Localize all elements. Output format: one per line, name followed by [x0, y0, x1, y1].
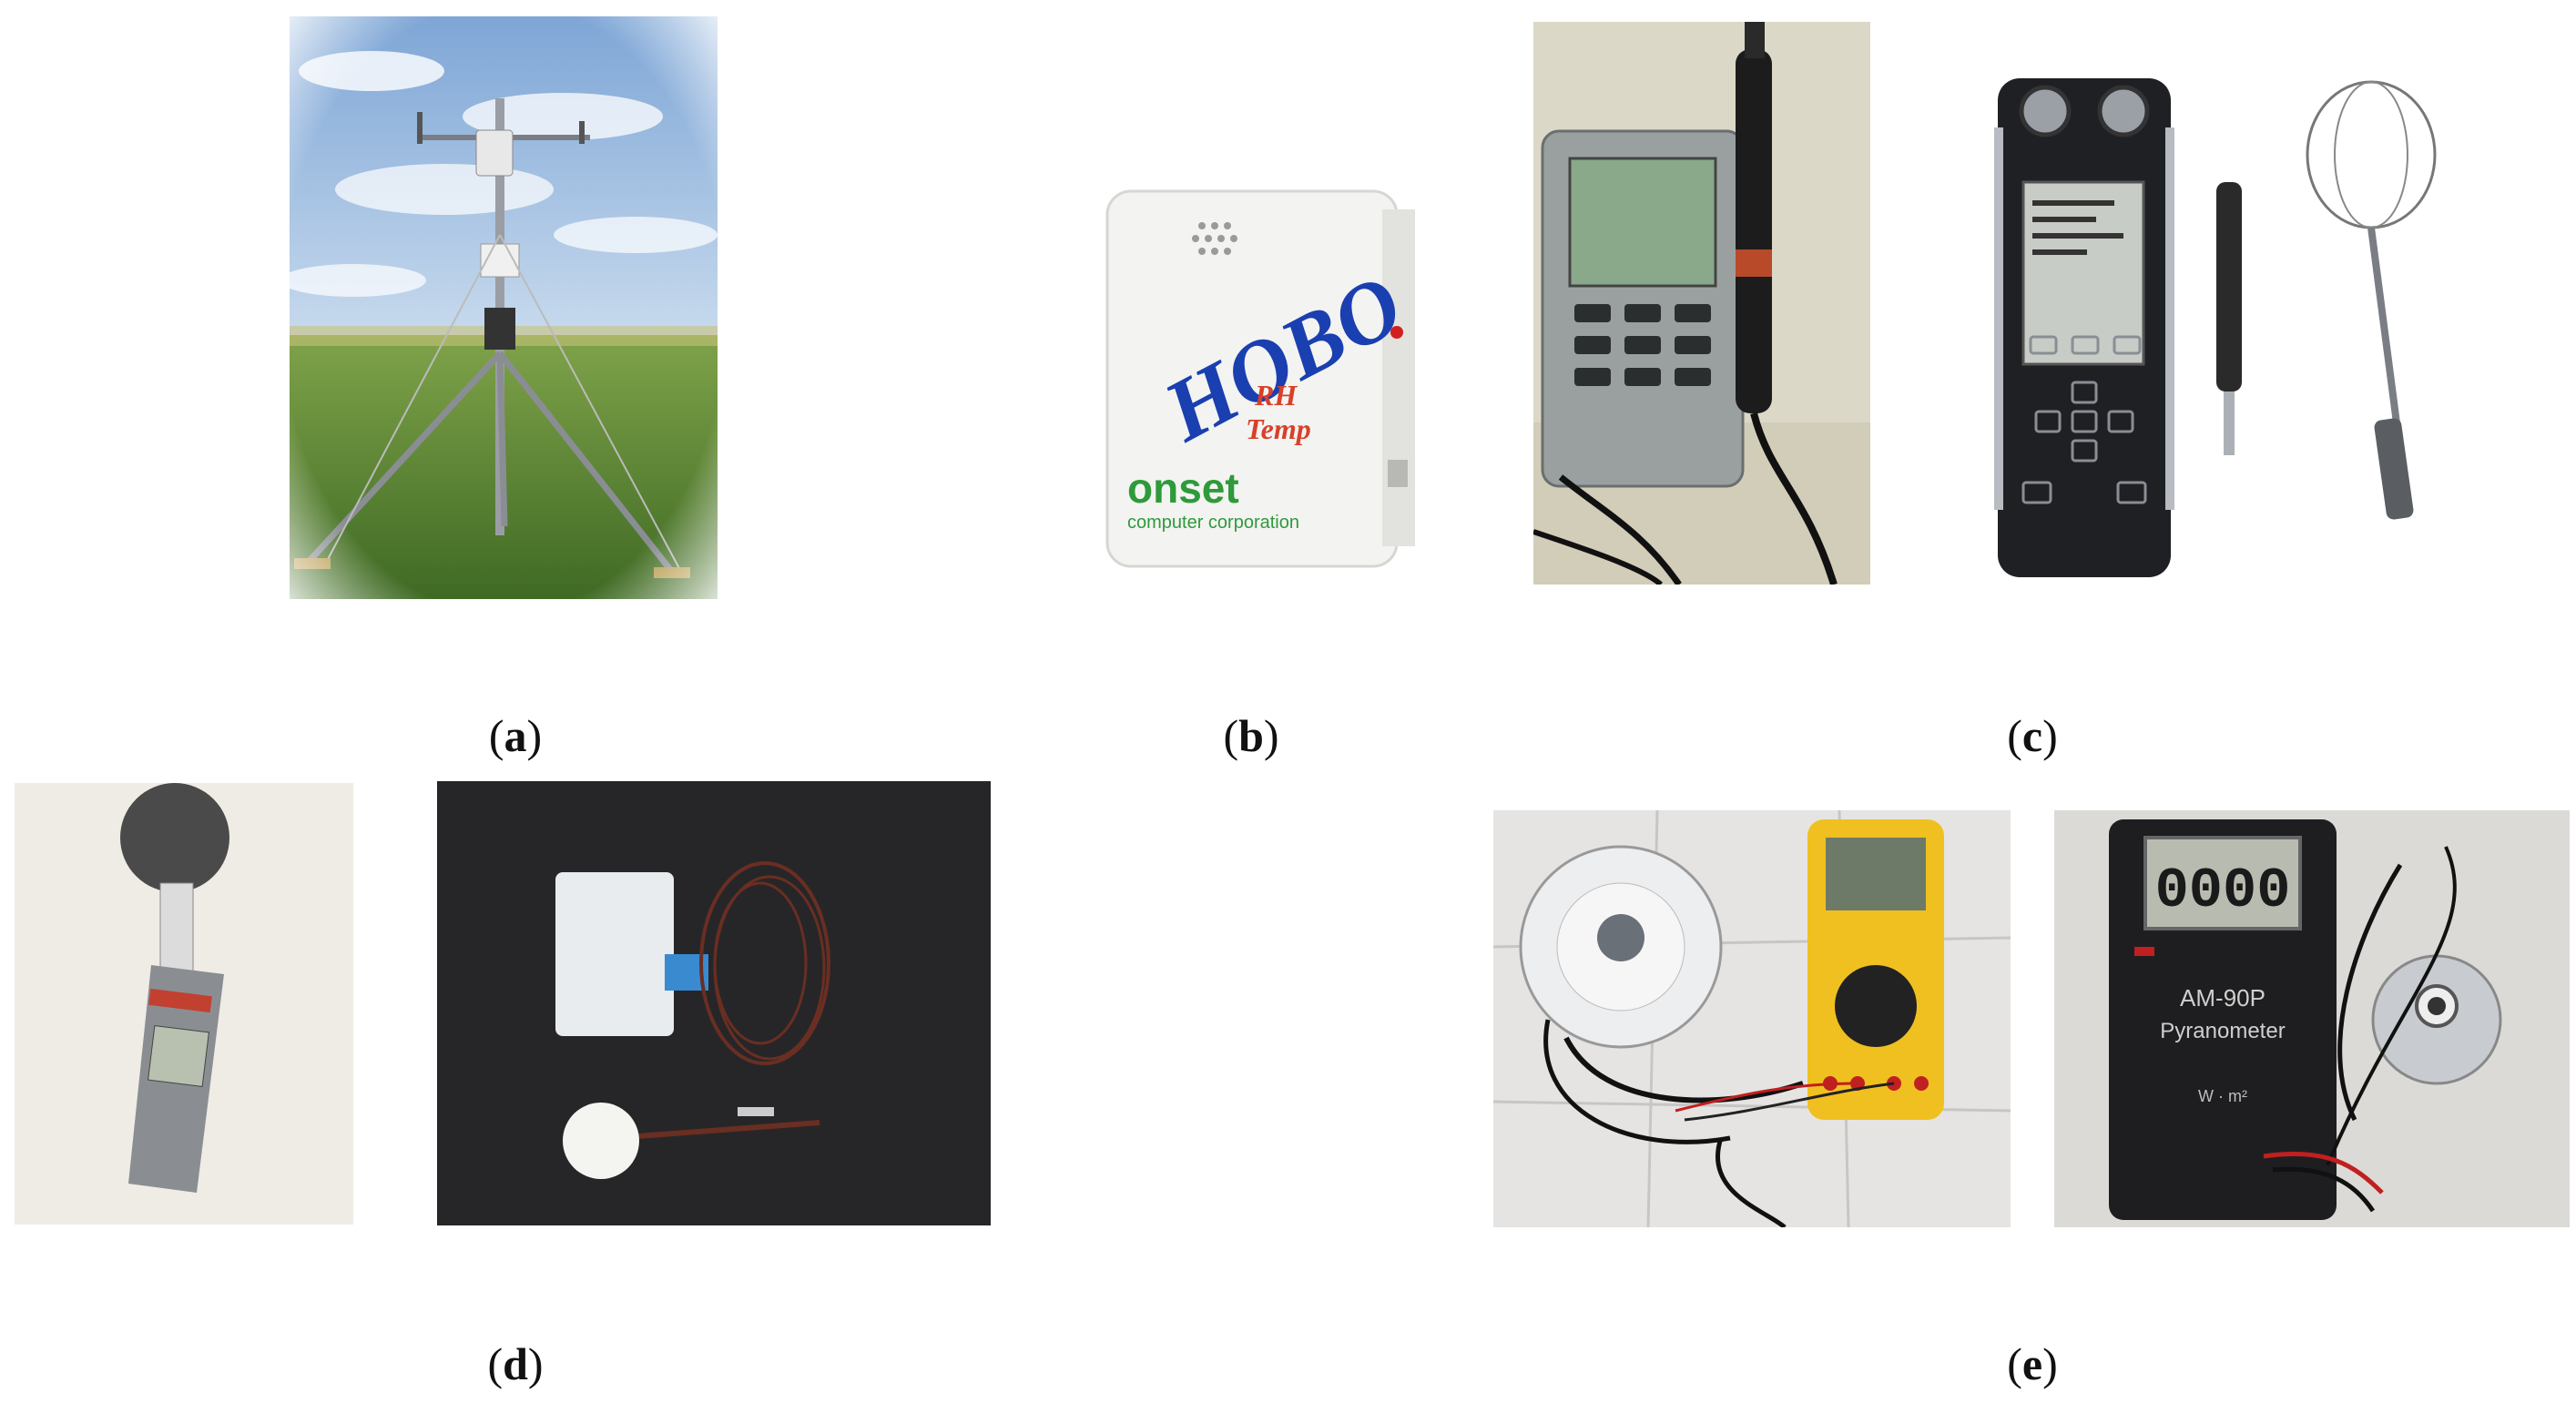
- caption-e-letter: e: [2021, 1338, 2043, 1389]
- caption-a: (a): [488, 710, 543, 761]
- photo-am90p-pyranometer: 0000 AM-90P Pyranometer W · m²: [2054, 810, 2570, 1227]
- hobo-temp-text: Temp: [1246, 412, 1311, 445]
- photo-globe-thermometer-logger: [437, 781, 991, 1225]
- pyranometer-display-value: 0000: [2155, 859, 2291, 923]
- pyranometer-model-text: AM-90P: [2180, 984, 2265, 1012]
- caption-c: (c): [2007, 710, 2058, 761]
- photo-swema-meter-probes: [1989, 73, 2526, 583]
- photo-weather-station: [290, 16, 718, 599]
- photo-hobo-logger: HOBO RH Temp onset computer corporation: [1100, 182, 1419, 583]
- onset-company-text: computer corporation: [1127, 513, 1299, 533]
- photo-pyranometer-multimeter: [1493, 810, 2011, 1227]
- pyranometer-name-text: Pyranometer: [2160, 1019, 2285, 1043]
- caption-d-letter: d: [503, 1338, 528, 1389]
- caption-d: (d): [487, 1338, 544, 1389]
- caption-b-letter: b: [1238, 710, 1264, 761]
- photo-wbgt-meter: [15, 783, 353, 1225]
- pyranometer-units-text: W · m²: [2198, 1087, 2247, 1105]
- caption-c-letter: c: [2021, 710, 2043, 761]
- caption-b: (b): [1223, 710, 1279, 761]
- caption-a-letter: a: [504, 710, 527, 761]
- onset-brand-text: onset: [1127, 464, 1239, 512]
- caption-e: (e): [2007, 1338, 2058, 1389]
- photo-handheld-meter-probe: [1533, 22, 1870, 585]
- hobo-rh-text: RH: [1254, 379, 1298, 412]
